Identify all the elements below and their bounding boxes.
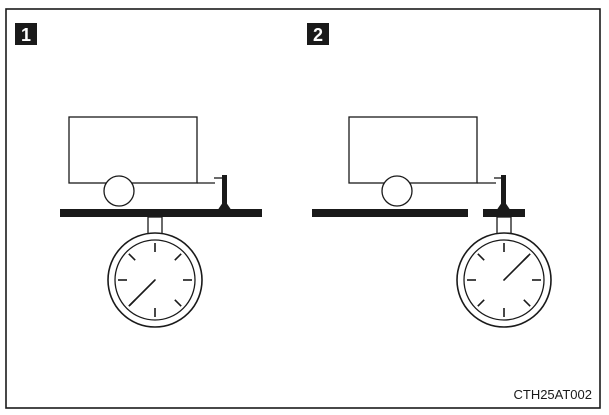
panel-1-number: 1	[21, 25, 31, 45]
panel-1-hitch-jack	[214, 175, 232, 211]
panel-2-hitch-jack	[494, 175, 511, 211]
panel-2: 2	[307, 23, 552, 328]
panel-1-gauge-ticks	[118, 243, 192, 317]
panel-2-trailer	[348, 116, 496, 207]
panel-1-trailer	[68, 116, 215, 207]
panel-2-scale-pad	[483, 209, 525, 217]
panel-2-badge: 2	[307, 23, 329, 45]
panel-2-gauge-needle	[503, 255, 529, 281]
panel-2-trailer-body	[348, 116, 478, 184]
panel-2-number: 2	[313, 25, 323, 45]
panel-2-ground-platform	[312, 209, 468, 217]
panel-1-trailer-wheel	[103, 175, 135, 207]
panel-1: 1	[15, 23, 262, 328]
panel-1-scale-gauge	[107, 216, 203, 328]
panel-1-trailer-body	[68, 116, 198, 184]
outer-frame	[5, 8, 601, 409]
figure-code: CTH25AT002	[513, 387, 592, 402]
panel-1-badge: 1	[15, 23, 37, 45]
panel-1-gauge-needle	[129, 279, 156, 306]
panel-2-trailer-wheel	[381, 175, 413, 207]
panel-1-scale-platform	[60, 209, 262, 217]
panel-2-scale-gauge	[456, 216, 552, 328]
